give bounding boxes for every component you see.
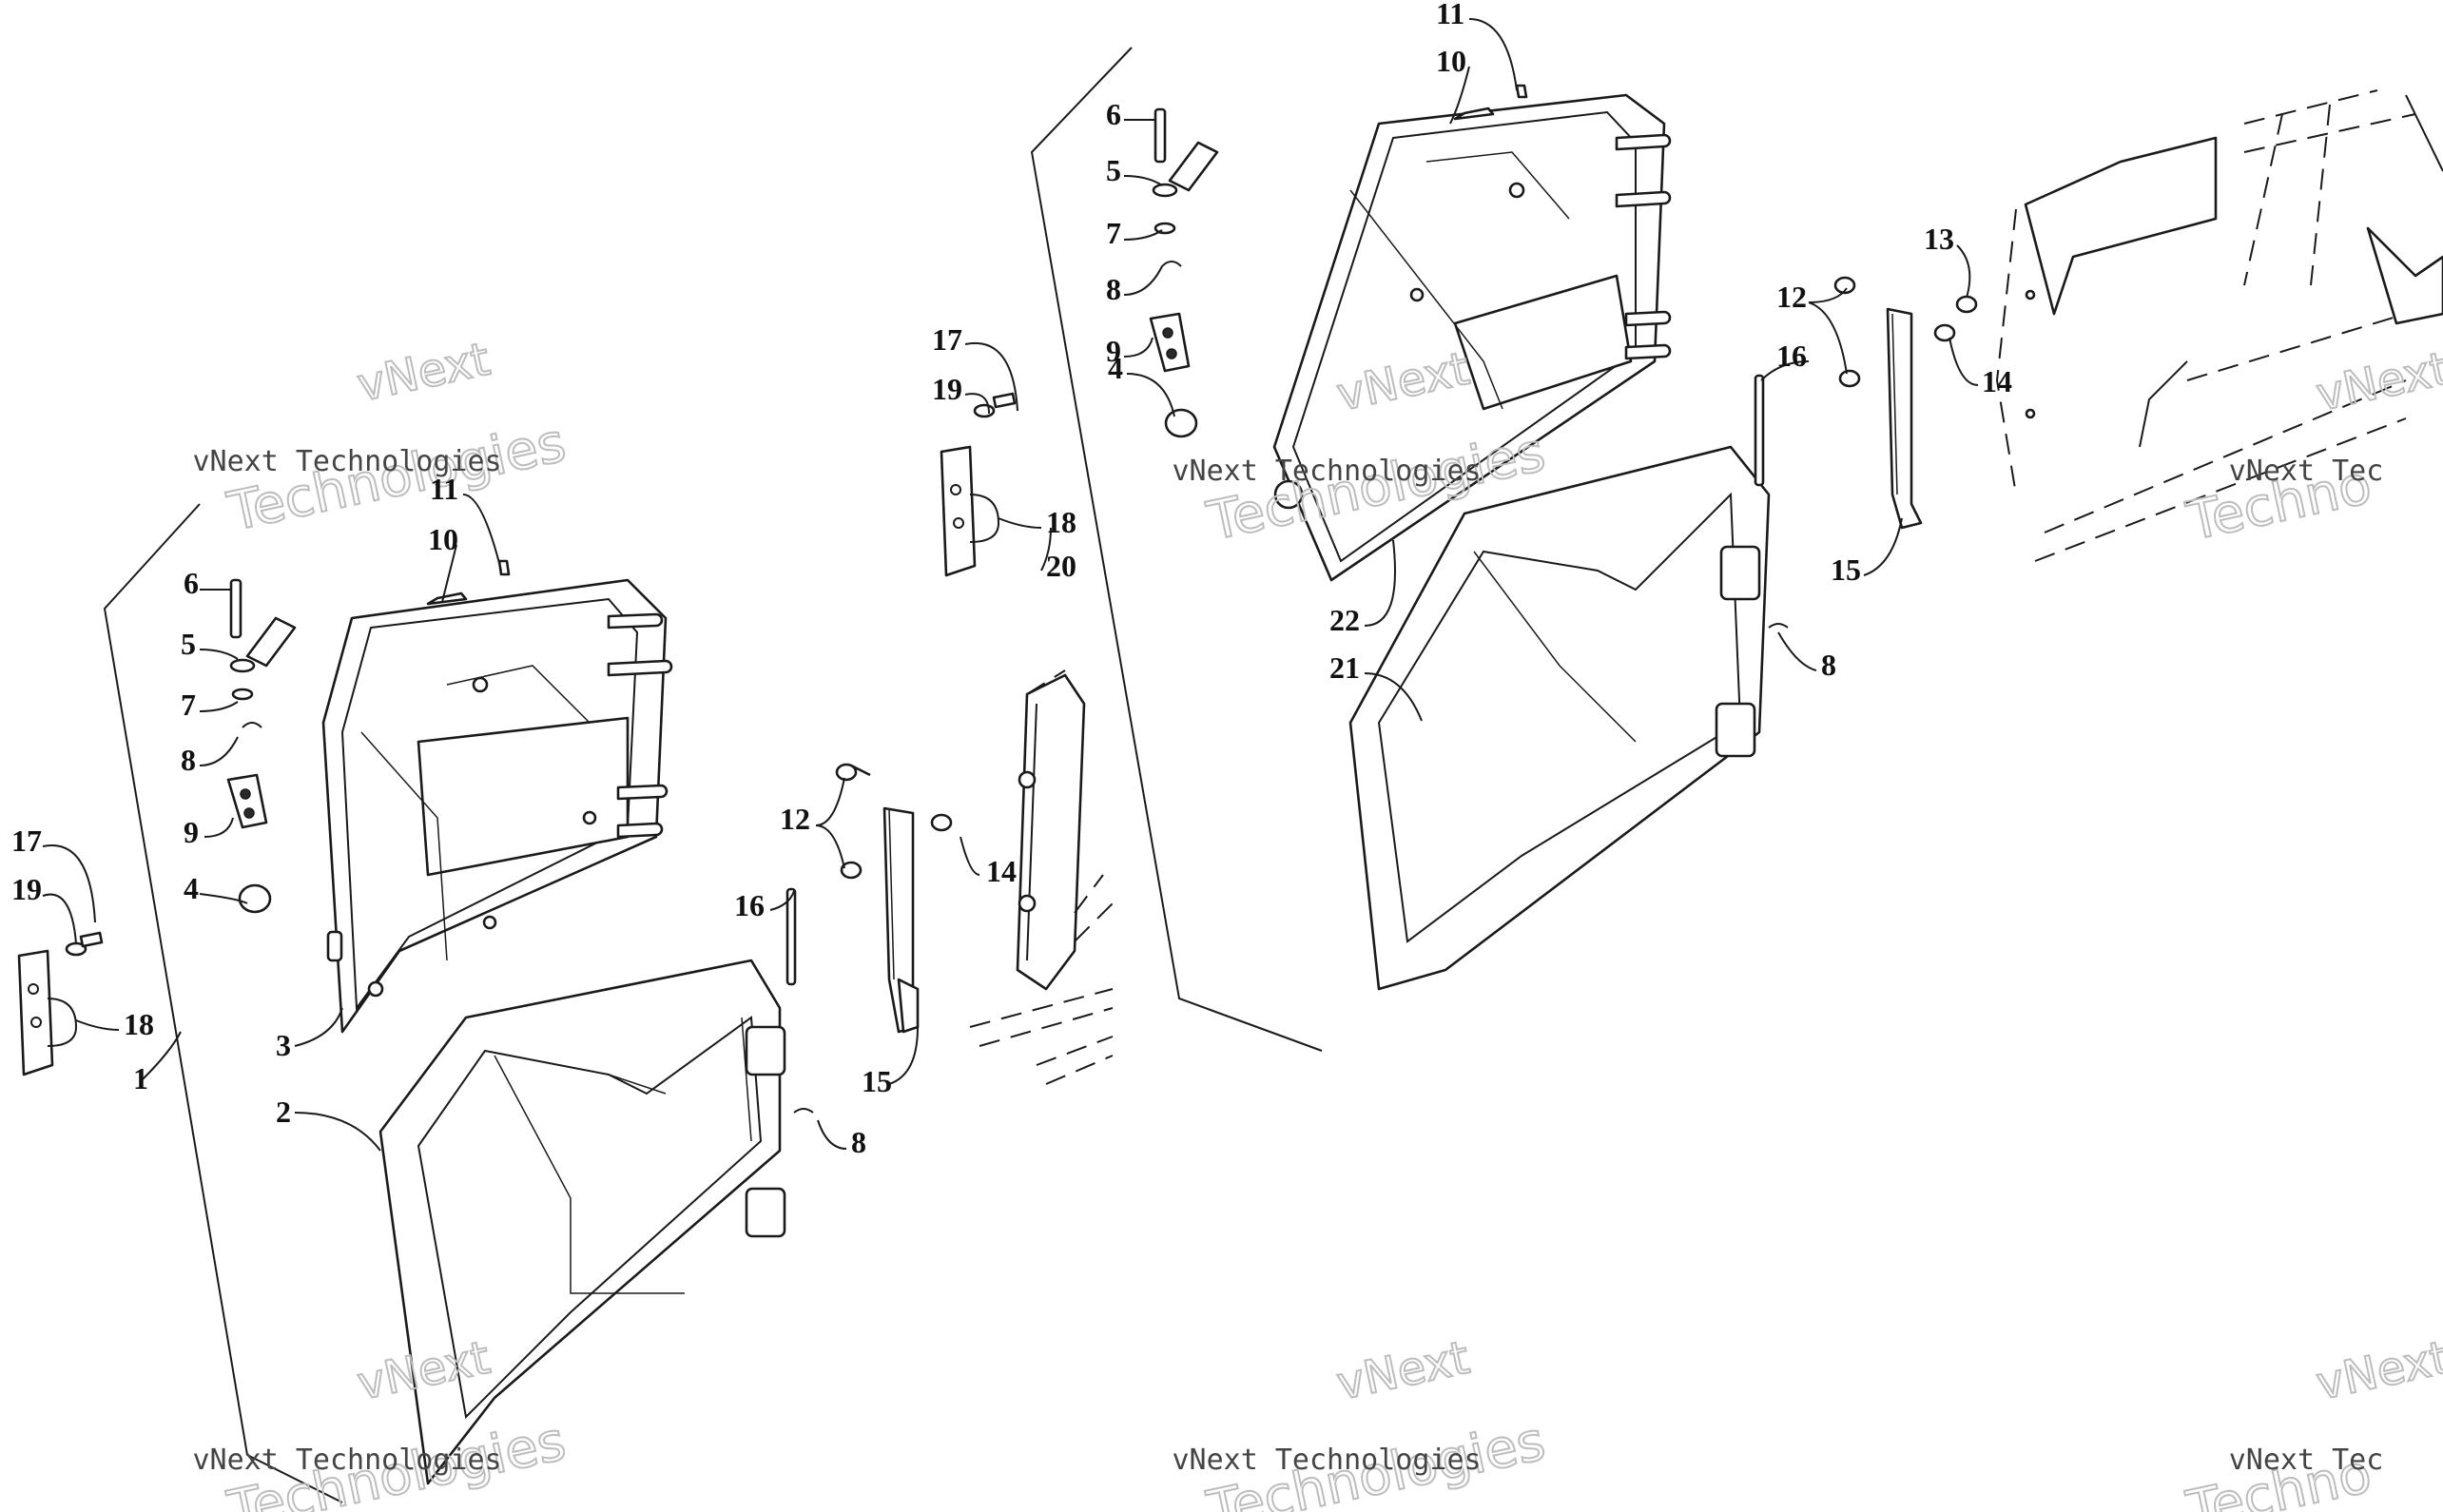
callout-c12b: 12 [1776, 280, 1807, 314]
callout-c15b: 15 [1831, 552, 1861, 587]
callout-c5: 5 [181, 627, 196, 661]
right-inner-panel [1272, 93, 1672, 582]
callout-c9: 9 [184, 815, 199, 849]
callout-c16b: 16 [1776, 339, 1807, 373]
callout-c8b: 8 [851, 1125, 866, 1159]
callout-c11: 11 [430, 472, 458, 506]
watermark-line1: vNext [2312, 1331, 2443, 1411]
callout-c21: 21 [1329, 650, 1360, 685]
watermark-line2: vNext Technologies [1172, 1444, 1481, 1477]
callout-c4: 4 [184, 871, 199, 905]
callout-c4b: 4 [1108, 351, 1123, 385]
right-door-assembly [940, 18, 2443, 1052]
left-door-assembly [17, 494, 1114, 1503]
callout-c7: 7 [181, 688, 196, 722]
left-hinge-bracket [882, 806, 920, 1034]
watermark-line1: vNext [2312, 342, 2443, 422]
callout-c20: 20 [1046, 549, 1076, 583]
left-hardware [17, 559, 953, 1114]
watermark-line2: vNext Tec [2229, 1444, 2384, 1477]
watermark-line1: vNext [1332, 1331, 1474, 1411]
callout-c8d: 8 [1821, 648, 1836, 682]
watermark-line2: vNext Tec [2229, 455, 2384, 488]
callout-c8c: 8 [1106, 272, 1121, 306]
callout-c16: 16 [734, 888, 765, 922]
callout-c18: 18 [124, 1007, 154, 1041]
callout-c17: 17 [11, 824, 42, 858]
callout-c10: 10 [428, 522, 458, 556]
callout-c6: 6 [184, 566, 199, 600]
right-hinge-bracket [1886, 307, 1923, 530]
callout-c6b: 6 [1106, 97, 1121, 131]
callout-c11b: 11 [1436, 0, 1464, 30]
callout-c1: 1 [133, 1061, 148, 1095]
callout-c19: 19 [11, 872, 42, 906]
watermark-line2: vNext Technologies [192, 1444, 501, 1477]
left-frame-section [969, 669, 1114, 1085]
callout-c3: 3 [276, 1028, 291, 1062]
callout-c19b: 19 [932, 372, 962, 406]
right-outer-panel [1348, 445, 1771, 991]
callout-c5b: 5 [1106, 153, 1121, 187]
left-leader-lines [42, 494, 980, 1152]
right-leader-lines [964, 18, 1979, 722]
callout-c8: 8 [181, 743, 196, 777]
right-assembly-bracket [1030, 47, 1323, 1052]
callout-c22: 22 [1329, 603, 1360, 637]
left-outer-panel [378, 959, 786, 1485]
callout-layer: 1234567891011121415168171918657894171918… [11, 0, 2012, 1159]
callout-c9b: 9 [1106, 334, 1121, 368]
callout-c10b: 10 [1436, 44, 1466, 78]
callout-c7b: 7 [1106, 216, 1121, 250]
left-inner-panel [321, 578, 673, 1034]
callout-c14b: 14 [1982, 364, 2012, 398]
callout-c17b: 17 [932, 322, 962, 357]
right-body-frame [1995, 89, 2443, 562]
watermark-line1: vNext [353, 333, 494, 413]
callout-c14: 14 [986, 854, 1017, 888]
callout-c15: 15 [862, 1064, 892, 1098]
watermark-line2: vNext Technologies [192, 445, 501, 478]
left-assembly-bracket [103, 503, 343, 1503]
callout-c12: 12 [780, 802, 810, 836]
callout-c2: 2 [276, 1095, 291, 1129]
callout-c18b: 18 [1046, 505, 1076, 539]
callout-c13: 13 [1924, 222, 1954, 256]
watermark-line2: vNext Technologies [1172, 455, 1481, 488]
